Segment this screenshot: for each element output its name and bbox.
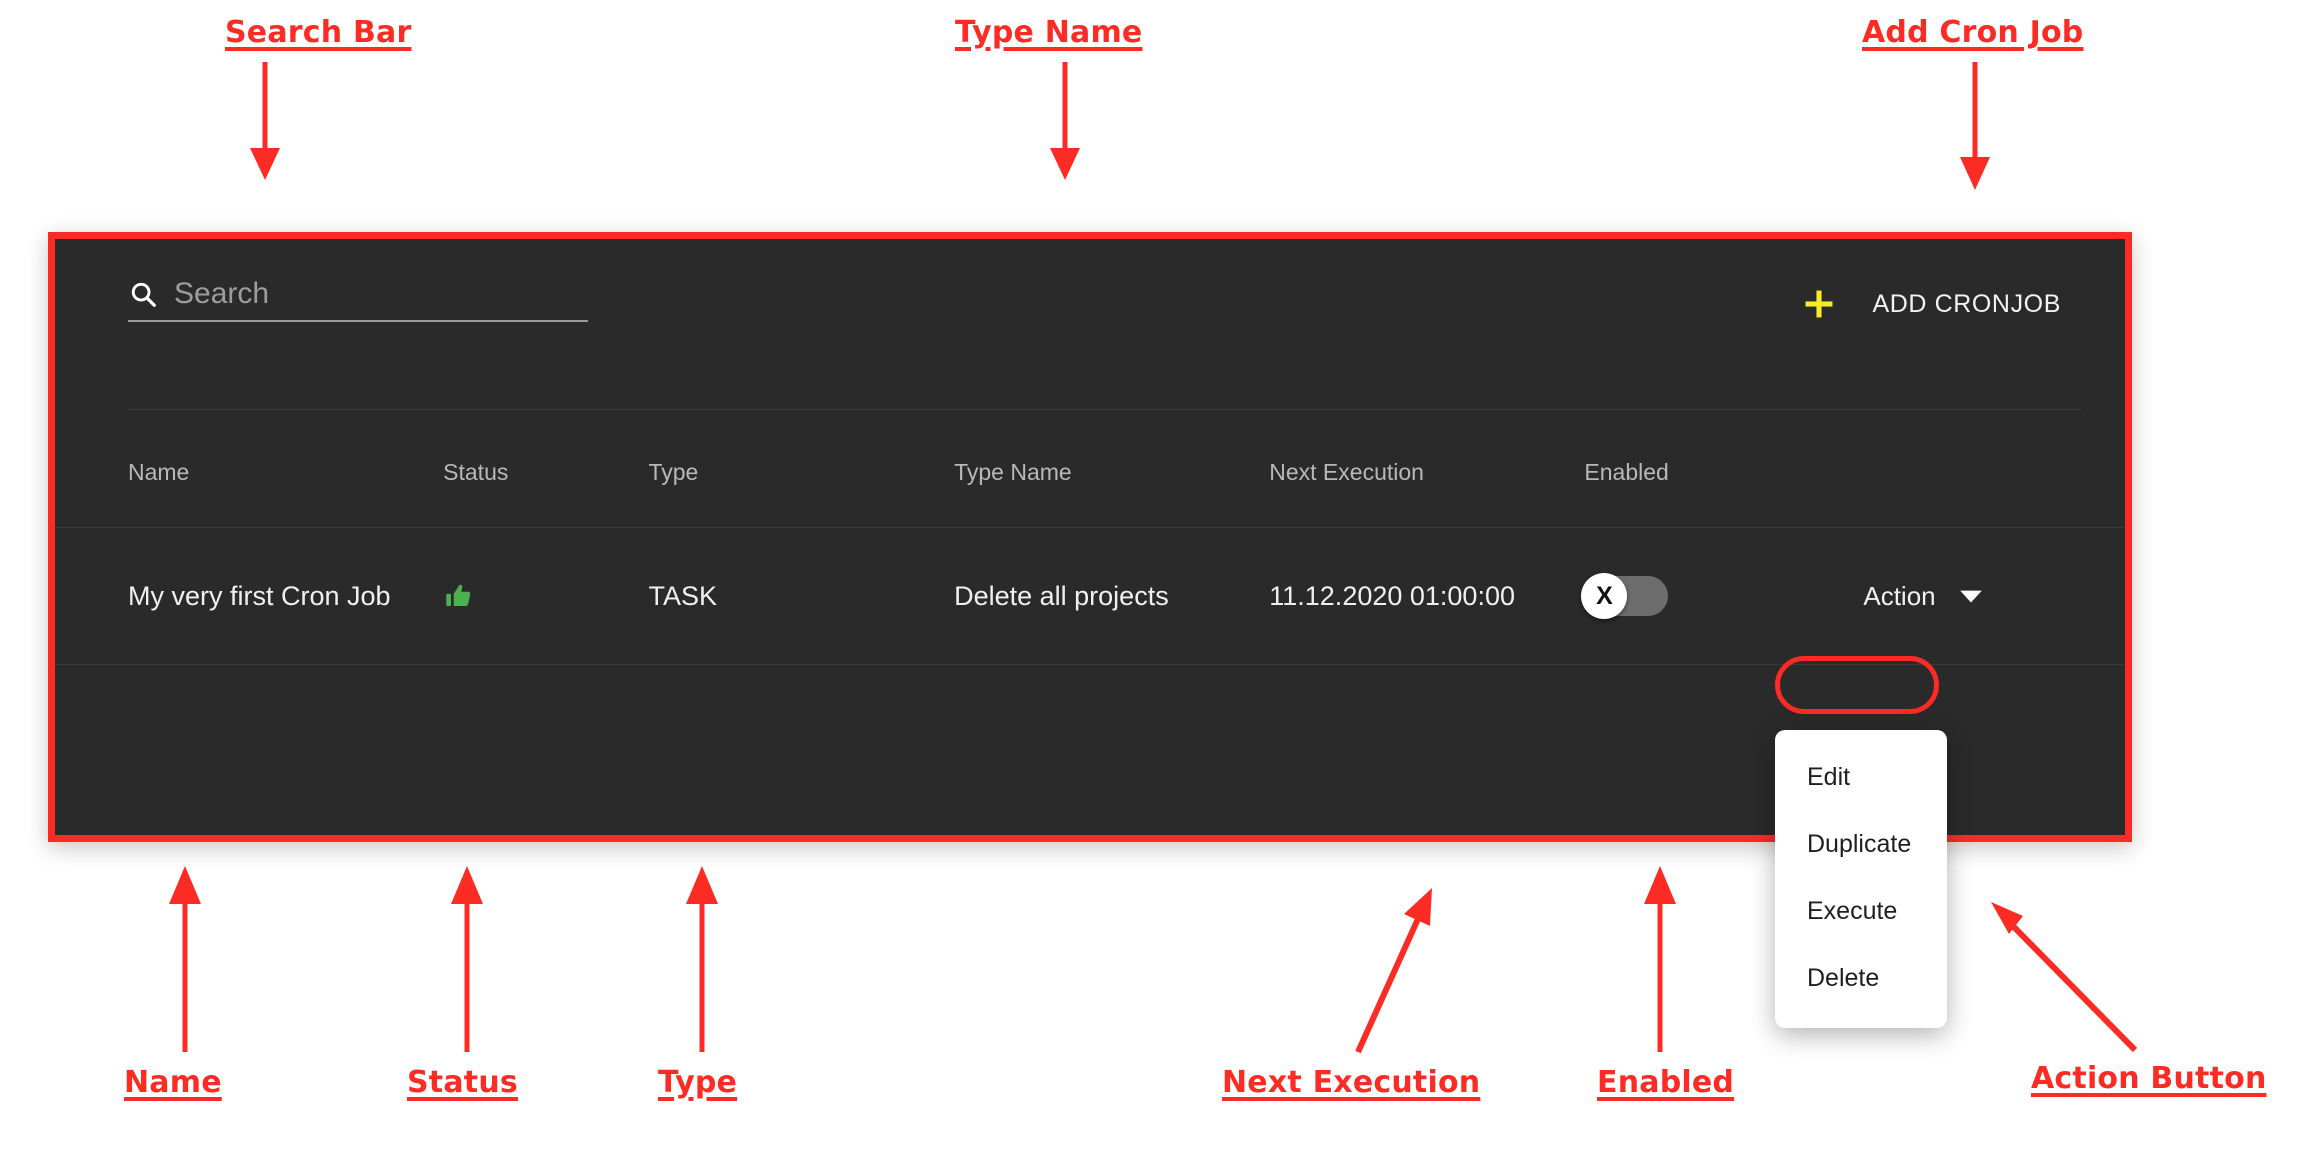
annotation-next-execution: Next Execution — [1222, 1065, 1481, 1100]
dropdown-item-duplicate[interactable]: Duplicate — [1807, 830, 1912, 858]
search-icon — [131, 282, 156, 307]
cell-enabled: X — [1581, 573, 1861, 619]
cell-action: Action — [1861, 577, 2081, 616]
arrow-next-execution — [1355, 888, 1432, 1054]
chevron-down-icon — [1959, 590, 1982, 603]
annotation-add-cron-job: Add Cron Job — [1862, 15, 2084, 50]
dropdown-item-edit[interactable]: Edit — [1807, 763, 1851, 791]
column-header-enabled: Enabled — [1584, 458, 1669, 485]
add-cronjob-button[interactable]: ADD CRONJOB — [1798, 281, 2065, 327]
column-header-type: Type — [648, 458, 699, 485]
search-bar[interactable] — [128, 277, 588, 322]
plus-icon — [1805, 290, 1833, 318]
annotation-enabled: Enabled — [1597, 1065, 1735, 1100]
arrow-enabled — [1644, 866, 1676, 1052]
arrow-search-bar — [250, 62, 280, 180]
cell-name: My very first Cron Job — [128, 580, 391, 611]
table-header-row: Name Status Type Type Name Next Executio… — [55, 417, 2125, 527]
annotation-type: Type — [658, 1065, 738, 1100]
action-button[interactable]: Action — [1861, 577, 1985, 616]
table-row[interactable]: My very first Cron Job TASK Delete all p… — [55, 527, 2125, 665]
annotation-name: Name — [124, 1065, 222, 1100]
annotation-search-bar: Search Bar — [225, 15, 412, 50]
thumbs-up-icon — [446, 584, 471, 606]
annotation-action-button: Action Button — [2031, 1061, 2267, 1096]
action-dropdown-menu: Edit Duplicate Execute Delete — [1775, 730, 1947, 1028]
arrow-action-button — [1991, 902, 2138, 1053]
search-input[interactable] — [174, 277, 588, 311]
panel-toolbar: ADD CRONJOB — [55, 239, 2125, 410]
annotation-status: Status — [407, 1065, 518, 1100]
column-header-next-execution: Next Execution — [1269, 458, 1424, 485]
cell-type-name: Delete all projects — [954, 580, 1169, 611]
arrow-name — [169, 866, 201, 1052]
column-header-type-name: Type Name — [954, 458, 1072, 485]
add-cronjob-label: ADD CRONJOB — [1872, 289, 2061, 318]
dropdown-item-delete[interactable]: Delete — [1807, 964, 1880, 992]
arrow-add-cron-job — [1960, 62, 1990, 190]
cell-next-execution: 11.12.2020 01:00:00 — [1269, 580, 1515, 611]
arrow-type — [686, 866, 718, 1052]
cell-status — [443, 581, 648, 611]
enabled-toggle[interactable]: X — [1581, 573, 1669, 619]
search-underline — [128, 320, 588, 322]
column-header-status: Status — [443, 458, 509, 485]
cronjob-table: Name Status Type Type Name Next Executio… — [55, 417, 2125, 665]
arrow-type-name — [1050, 62, 1080, 180]
enabled-toggle-knob: X — [1581, 573, 1628, 619]
toolbar-divider — [128, 409, 2081, 410]
annotation-type-name: Type Name — [955, 15, 1143, 50]
action-button-label: Action — [1863, 580, 1936, 611]
arrow-status — [451, 866, 483, 1052]
dropdown-item-execute[interactable]: Execute — [1807, 897, 1898, 925]
cell-type: TASK — [648, 580, 717, 611]
column-header-name: Name — [128, 458, 190, 485]
